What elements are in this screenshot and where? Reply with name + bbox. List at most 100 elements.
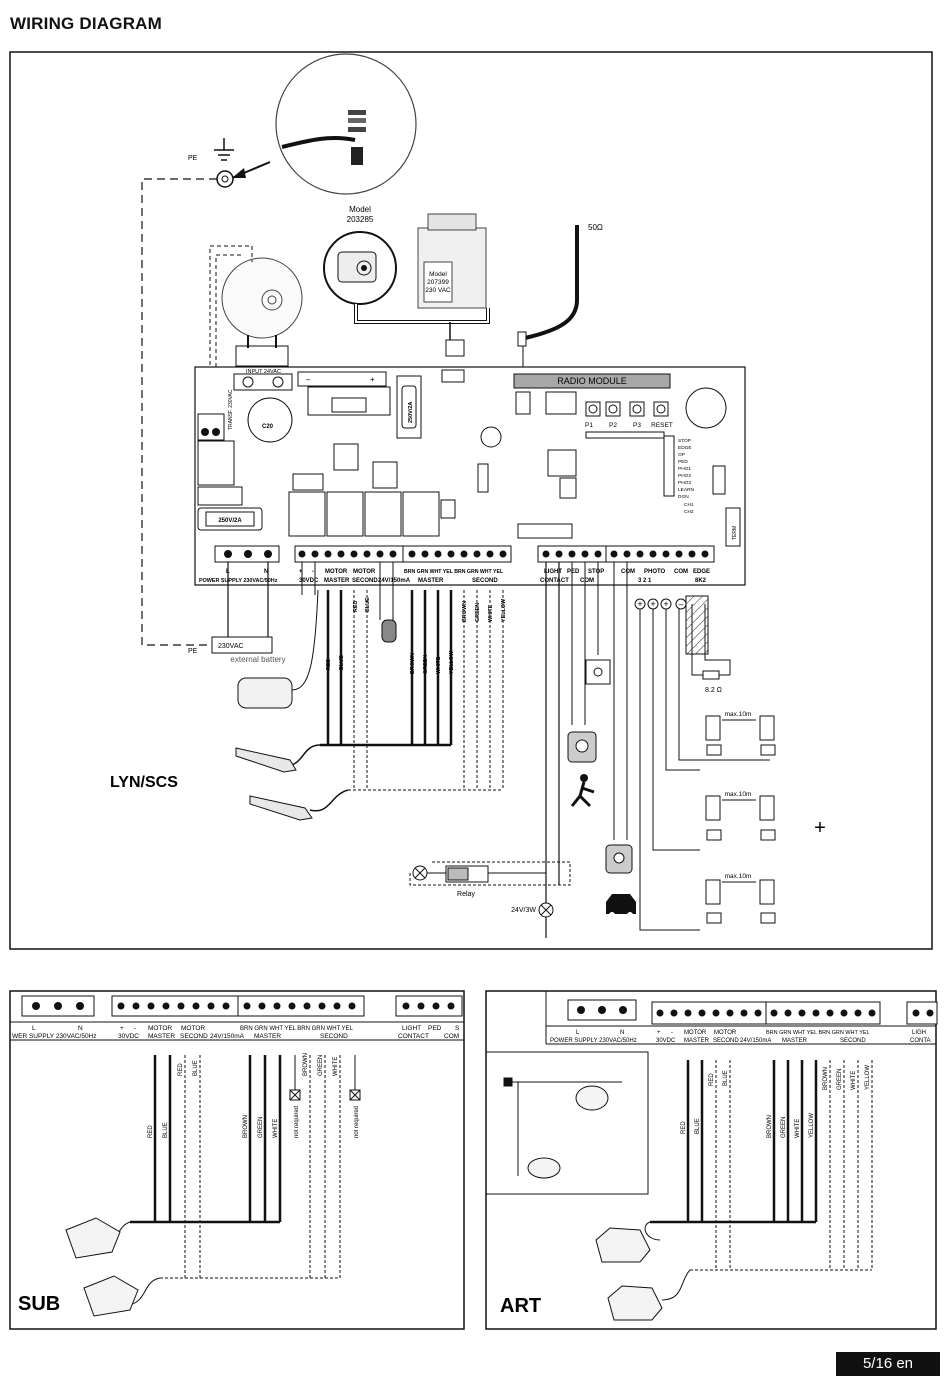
- svg-text:30VDC: 30VDC: [299, 578, 319, 584]
- svg-text:PED: PED: [428, 1025, 442, 1032]
- svg-text:BRN GRN WHT YEL BRN GRN WHT YE: BRN GRN WHT YEL BRN GRN WHT YEL: [404, 569, 504, 575]
- led-labels: STOP EDGE OP PED PHO1 PHO2 PHO3 LEARN DG…: [678, 438, 695, 515]
- svg-text:PED: PED: [678, 459, 688, 465]
- ground-detail: [231, 53, 417, 195]
- svg-text:RED: RED: [681, 1121, 687, 1134]
- svg-text:not required: not required: [294, 1106, 300, 1138]
- svg-text:L: L: [576, 1030, 580, 1036]
- sub-wiring: [109, 1055, 356, 1307]
- pe-wire: [141, 178, 217, 646]
- lamp-label: 24V/3W: [511, 907, 536, 914]
- svg-text:BROWN: BROWN: [823, 1067, 829, 1090]
- svg-text:BLUE: BLUE: [695, 1118, 701, 1134]
- sub-frame: [9, 990, 465, 1330]
- main-frame: [9, 51, 933, 950]
- push-button-icon: [585, 659, 611, 685]
- antenna: 50Ω: [517, 223, 603, 372]
- page-number-badge: 5/16 en: [836, 1352, 940, 1376]
- pe-label: PE: [188, 155, 198, 162]
- svg-text:GREEN: GREEN: [837, 1069, 843, 1090]
- main-terminal-labels: L N + - MOTOR MOTOR BRN GRN WHT YEL BRN …: [199, 569, 710, 584]
- main-wire-labels: RED BLUE RED BLUE BROWN GREEN WHITE YELL…: [326, 597, 507, 674]
- svg-text:POWER SUPPLY 230VAC/50Hz: POWER SUPPLY 230VAC/50Hz: [550, 1038, 637, 1044]
- svg-text:STOP: STOP: [588, 569, 604, 575]
- button-p2: P2: [609, 422, 617, 429]
- svg-text:SECOND: SECOND: [713, 1038, 739, 1044]
- svg-text:RED: RED: [148, 1125, 154, 1138]
- svg-text:207399: 207399: [427, 279, 449, 286]
- svg-text:+: +: [120, 1025, 124, 1032]
- svg-text:Model: Model: [429, 271, 447, 278]
- svg-text:N: N: [264, 569, 268, 575]
- svg-text:BRN GRN WHT YEL BRN GRN WHT YE: BRN GRN WHT YEL BRN GRN WHT YEL: [766, 1030, 870, 1036]
- page-title: WIRING DIAGRAM: [10, 14, 163, 33]
- svg-text:PHO3: PHO3: [678, 480, 691, 486]
- car-icon: [606, 894, 636, 918]
- photo-distance-3: max.10m: [725, 873, 752, 880]
- svg-text:COM: COM: [580, 578, 594, 584]
- pedestrian-icon: [570, 774, 595, 808]
- svg-text:YELLOW: YELLOW: [501, 598, 507, 622]
- motor-wiring-main: [279, 562, 504, 812]
- svg-text:-: -: [134, 1025, 136, 1032]
- art-inset-detail: [503, 1077, 622, 1179]
- svg-text:MOTOR: MOTOR: [181, 1025, 205, 1032]
- svg-text:230 VAC: 230 VAC: [425, 287, 451, 294]
- svg-text:DGN: DGN: [678, 494, 689, 500]
- svg-text:MOTOR: MOTOR: [325, 569, 348, 575]
- button-p1: P1: [585, 422, 593, 429]
- svg-text:BROWN: BROWN: [410, 653, 416, 674]
- svg-text:WHITE: WHITE: [333, 1057, 339, 1076]
- svg-text:BROWN: BROWN: [243, 1115, 249, 1138]
- svg-text:BLUE: BLUE: [163, 1122, 169, 1138]
- key-switch-icon-2: [605, 844, 633, 874]
- svg-text:MASTER: MASTER: [684, 1038, 710, 1044]
- sub-motor-1: [65, 1217, 121, 1259]
- svg-text:MOTOR: MOTOR: [148, 1025, 172, 1032]
- svg-text:+: +: [650, 599, 655, 609]
- svg-text:+: +: [814, 817, 826, 839]
- svg-text:BLUE: BLUE: [193, 1060, 199, 1076]
- button-reset: RESET: [651, 422, 673, 429]
- svg-text:PHOTO: PHOTO: [644, 569, 666, 575]
- svg-text:+: +: [299, 569, 303, 575]
- svg-text:L: L: [32, 1025, 36, 1032]
- svg-text:8K2: 8K2: [695, 578, 707, 584]
- pe-ground-icon: [214, 138, 234, 188]
- svg-text:SECOND: SECOND: [472, 578, 498, 584]
- svg-text:MOTOR: MOTOR: [353, 569, 376, 575]
- svg-text:RED: RED: [178, 1063, 184, 1076]
- transformer-input-label: INPUT 24VAC: [246, 369, 281, 375]
- svg-text:BROWN: BROWN: [303, 1053, 309, 1076]
- lyn-scs-label: LYN/SCS: [110, 774, 178, 791]
- svg-text:-: -: [312, 569, 314, 575]
- svg-text:MOTOR: MOTOR: [714, 1030, 737, 1036]
- svg-text:+: +: [663, 599, 668, 609]
- svg-text:30VDC: 30VDC: [656, 1038, 676, 1044]
- svg-text:RED: RED: [709, 1073, 715, 1086]
- battery-label: external battery: [230, 655, 285, 664]
- art-motor-1: [595, 1227, 651, 1263]
- svg-text:POWER SUPPLY 230VAC/50Hz: POWER SUPPLY 230VAC/50Hz: [199, 578, 278, 584]
- art-terminals: L N + - MOTOR MOTOR BRN GRN WHT YEL BRN …: [545, 991, 938, 1045]
- svg-text:WHITE: WHITE: [488, 604, 494, 622]
- accessory-wiring: [545, 562, 770, 938]
- svg-text:SECOND: SECOND: [180, 1033, 208, 1040]
- svg-text:N: N: [620, 1030, 624, 1036]
- svg-text:–: –: [306, 375, 311, 384]
- motor-arm-2: [249, 795, 313, 821]
- svg-text:-: -: [671, 1030, 673, 1036]
- svg-text:SECOND: SECOND: [320, 1033, 348, 1040]
- photocell-group-3: max.10m: [705, 873, 776, 924]
- svg-text:SECOND: SECOND: [840, 1038, 866, 1044]
- relay-lamp-wiring: [409, 861, 571, 918]
- svg-text:CONTA: CONTA: [910, 1038, 931, 1044]
- svg-text:WHITE: WHITE: [273, 1119, 279, 1138]
- svg-text:SECOND: SECOND: [352, 578, 378, 584]
- svg-text:+: +: [370, 375, 375, 384]
- terminal-tag: TERM: [732, 526, 738, 540]
- svg-text:MASTER: MASTER: [782, 1038, 808, 1044]
- svg-text:COM: COM: [674, 569, 688, 575]
- svg-text:YELLOW: YELLOW: [809, 1113, 815, 1138]
